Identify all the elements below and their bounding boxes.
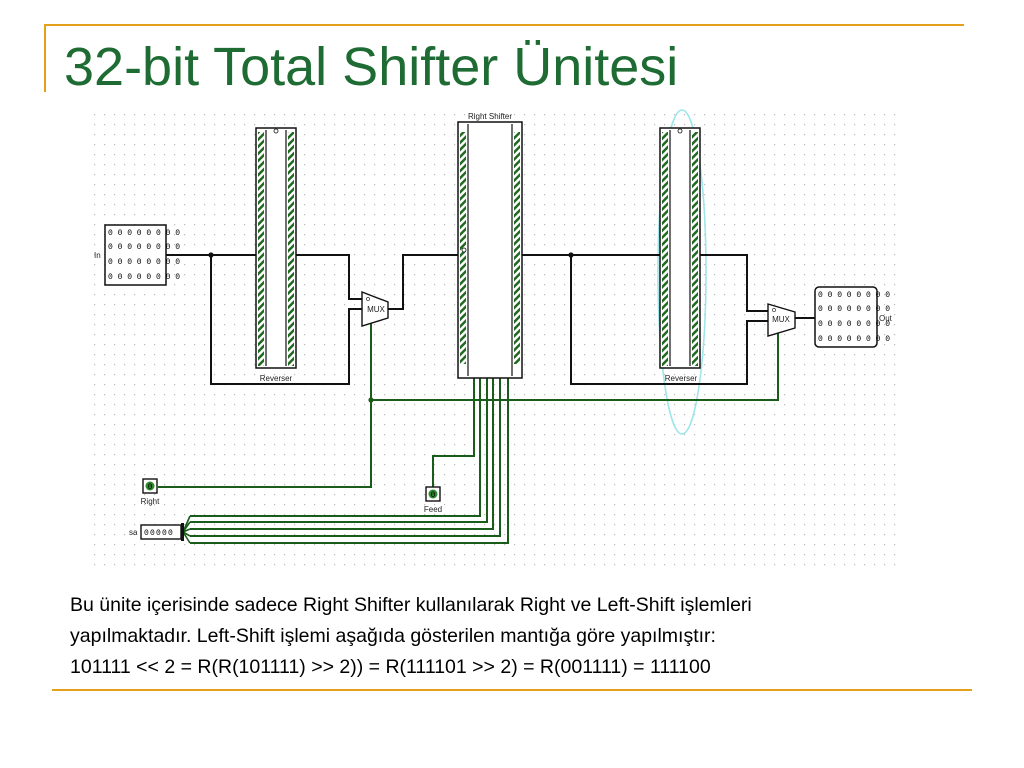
input-bits-row: 0 0 0 0 0 0 0 0 (108, 273, 180, 282)
reverser-2-label: Reverser (665, 374, 698, 383)
input-bits-row: 0 0 0 0 0 0 0 0 (108, 229, 180, 238)
mux-1 (361, 290, 389, 327)
output-bits-row: 0 0 0 0 0 0 0 0 (818, 305, 890, 314)
slide-title: 32-bit Total Shifter Ünitesi (64, 37, 679, 97)
shift-amount-label: sa (129, 528, 138, 537)
input-pin: 0 0 0 0 0 0 0 0 0 0 0 0 0 0 0 0 0 0 0 0 … (104, 224, 180, 286)
junction-dot (568, 252, 574, 258)
bus-wires (166, 254, 818, 385)
bottom-accent-line (52, 689, 972, 691)
description-line: yapılmaktadır. Left-Shift işlemi aşağıda… (70, 625, 716, 647)
description-line: Bu ünite içerisinde sadece Right Shifter… (70, 594, 752, 616)
output-bits-row: 0 0 0 0 0 0 0 0 (818, 335, 890, 344)
right-pin-value: 0 (148, 483, 153, 492)
right-shifter-label: Right Shifter (468, 112, 512, 121)
input-label: In (94, 251, 101, 260)
shift-amount-value: 00000 (144, 529, 174, 538)
reverser-1 (255, 127, 297, 369)
shift-amount-splitter (182, 515, 191, 544)
right-pin-label: Right (141, 497, 160, 506)
output-label: Out (879, 314, 893, 323)
description-line: 101111 << 2 = R(R(101111) >> 2)) = R(111… (70, 656, 711, 678)
output-pin: 0 0 0 0 0 0 0 0 0 0 0 0 0 0 0 0 0 0 0 0 … (814, 286, 890, 348)
top-accent-line (44, 24, 964, 26)
feed-pin[interactable]: 0 (425, 486, 441, 502)
mux-1-label: MUX (367, 305, 385, 314)
shift-amount-pin[interactable]: 00000 (140, 524, 182, 540)
input-bits-row: 0 0 0 0 0 0 0 0 (108, 258, 180, 267)
reverser-2 (659, 127, 701, 369)
right-pin[interactable]: 0 (142, 478, 158, 494)
description: Bu ünite içerisinde sadece Right Shifter… (70, 590, 990, 683)
input-bits-row: 0 0 0 0 0 0 0 0 (108, 243, 180, 252)
right-shifter (457, 121, 523, 379)
control-wires (158, 322, 779, 544)
reverser-1-label: Reverser (260, 374, 293, 383)
highlight-ellipse (657, 109, 707, 435)
splitter-bar (181, 523, 184, 541)
output-bits-row: 0 0 0 0 0 0 0 0 (818, 291, 890, 300)
mux-2-label: MUX (772, 315, 790, 324)
output-bits-row: 0 0 0 0 0 0 0 0 (818, 320, 890, 329)
junction-dot (208, 252, 214, 258)
feed-pin-value: 0 (431, 491, 436, 500)
mux-2 (767, 303, 796, 337)
left-accent-line (44, 24, 46, 92)
feed-pin-label: Feed (424, 505, 442, 514)
